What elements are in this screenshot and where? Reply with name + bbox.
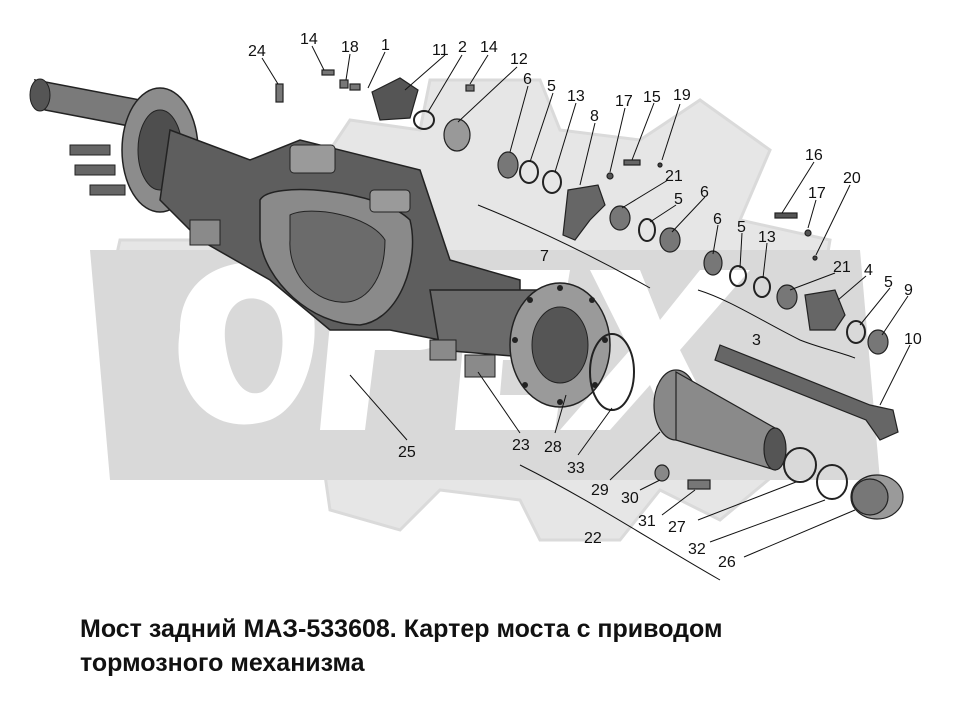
callout-3: 3 xyxy=(752,332,761,349)
callout-6: 6 xyxy=(713,211,722,228)
axle-housing xyxy=(29,78,611,408)
callout-11: 11 xyxy=(432,42,449,59)
diagram-caption: Мост задний МАЗ-533608. Картер моста с п… xyxy=(80,612,940,680)
callout-14: 14 xyxy=(300,31,318,48)
callout-18: 18 xyxy=(341,39,359,56)
callout-6: 6 xyxy=(700,184,709,201)
callout-6: 6 xyxy=(523,71,532,88)
callout-9: 9 xyxy=(904,282,913,299)
callout-29: 29 xyxy=(591,482,609,499)
callout-24: 24 xyxy=(248,43,266,60)
callout-25: 25 xyxy=(398,444,416,461)
callout-10: 10 xyxy=(904,331,922,348)
callout-26: 26 xyxy=(718,554,736,571)
callout-5: 5 xyxy=(547,78,556,95)
caption-line-2: тормозного механизма xyxy=(80,649,365,677)
callout-5: 5 xyxy=(884,274,893,291)
callout-28: 28 xyxy=(544,439,562,456)
callout-13: 13 xyxy=(567,88,585,105)
caption-line-1: Мост задний МАЗ-533608. Картер моста с п… xyxy=(80,615,723,643)
callout-16: 16 xyxy=(805,147,823,164)
callout-1: 1 xyxy=(381,37,390,54)
callout-4: 4 xyxy=(864,262,873,279)
callout-13: 13 xyxy=(758,229,776,246)
leader-lines xyxy=(261,45,911,558)
callout-33: 33 xyxy=(567,460,585,477)
callout-14: 14 xyxy=(480,39,498,56)
callout-15: 15 xyxy=(643,89,661,106)
callout-20: 20 xyxy=(843,170,861,187)
callout-2: 2 xyxy=(458,39,467,56)
callout-19: 19 xyxy=(673,87,691,104)
callout-5: 5 xyxy=(674,191,683,208)
callout-12: 12 xyxy=(510,51,528,68)
callout-7: 7 xyxy=(540,248,549,265)
callout-8: 8 xyxy=(590,108,599,125)
callout-21: 21 xyxy=(665,168,683,185)
axle-housing-exploded-diagram: 24 14 18 1 11 2 14 12 6 5 13 8 17 15 19 … xyxy=(29,31,922,581)
callout-32: 32 xyxy=(688,541,706,558)
callout-30: 30 xyxy=(621,490,639,507)
callout-5: 5 xyxy=(737,219,746,236)
callout-31: 31 xyxy=(638,513,656,530)
exploded-parts xyxy=(275,69,904,581)
callout-22: 22 xyxy=(584,530,602,547)
callout-27: 27 xyxy=(668,519,686,536)
callout-21: 21 xyxy=(833,259,851,276)
callout-17: 17 xyxy=(615,93,633,110)
callout-17: 17 xyxy=(808,185,826,202)
callout-23: 23 xyxy=(512,437,530,454)
callout-labels: 24 14 18 1 11 2 14 12 6 5 13 8 17 15 19 … xyxy=(248,31,922,571)
